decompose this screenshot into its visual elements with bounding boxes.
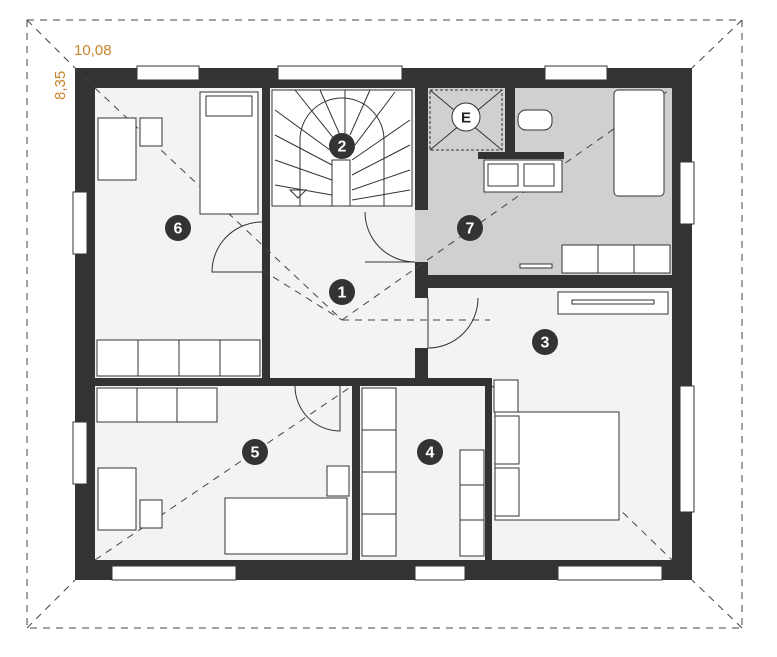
windows [72, 65, 695, 581]
svg-text:E: E [461, 110, 471, 127]
bed-icon [224, 497, 348, 555]
bathtub-icon [613, 89, 665, 197]
furniture [96, 91, 669, 557]
svg-text:1: 1 [338, 285, 347, 302]
room-label-1: 1 [329, 279, 355, 305]
svg-text:6: 6 [174, 221, 183, 238]
room-label-5: 5 [242, 439, 268, 465]
doors [211, 211, 479, 432]
room-label-7: 7 [457, 215, 483, 241]
roof-outline [26, 19, 743, 629]
bathroom-fixtures [429, 89, 671, 274]
toilet-icon [517, 109, 553, 131]
svg-text:7: 7 [466, 221, 475, 238]
room-label-2: 2 [329, 133, 355, 159]
shaft-marker: E [451, 102, 481, 132]
width-dimension: 10,08 [74, 42, 112, 59]
room-labels: 1 2 3 4 5 6 7 [165, 133, 558, 465]
svg-text:5: 5 [251, 445, 260, 462]
room-label-6: 6 [165, 215, 191, 241]
interior-walls [95, 88, 672, 560]
room-label-4: 4 [417, 439, 443, 465]
depth-dimension: 8,35 [52, 71, 69, 100]
desk-icon [97, 117, 137, 181]
svg-text:4: 4 [426, 445, 435, 462]
desk-icon [97, 467, 137, 531]
svg-text:2: 2 [338, 139, 347, 156]
svg-text:3: 3 [541, 335, 550, 352]
room-label-3: 3 [532, 329, 558, 355]
